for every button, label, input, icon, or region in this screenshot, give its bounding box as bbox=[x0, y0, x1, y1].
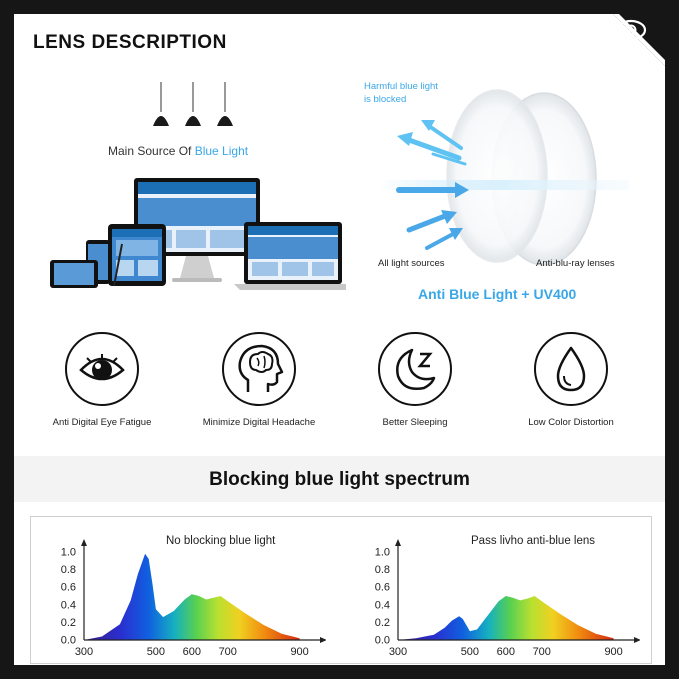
x-tick-label: 500 bbox=[461, 646, 479, 658]
page-title: LENS DESCRIPTION bbox=[33, 32, 227, 53]
x-tick-label: 900 bbox=[290, 646, 308, 658]
y-tick-label: 0.2 bbox=[61, 617, 76, 629]
sources-label: All light sources bbox=[378, 258, 445, 269]
feature-icon-circle bbox=[65, 332, 139, 406]
feature-icon-circle bbox=[222, 332, 296, 406]
blocked-label: Harmful blue light is blocked bbox=[364, 80, 438, 106]
spectrum-chart-no-blocking: 0.0 0.2 0.4 0.6 0.8 1.0 300 500 600 700 900 bbox=[61, 539, 326, 658]
y-axis-arrow bbox=[81, 539, 87, 546]
feature-icon-circle bbox=[534, 332, 608, 406]
lens-illustration bbox=[379, 89, 629, 266]
y-tick-label: 0.0 bbox=[375, 635, 390, 647]
lens-label: Anti-blu-ray lenses bbox=[536, 258, 615, 269]
spectrum-section-title: Blocking blue light spectrum bbox=[209, 469, 470, 490]
section-band bbox=[14, 456, 665, 502]
x-tick-label: 600 bbox=[497, 646, 515, 658]
x-tick-label: 700 bbox=[219, 646, 237, 658]
main-source-caption: Main Source Of Blue Light bbox=[108, 144, 248, 158]
eye-icon bbox=[79, 354, 125, 381]
feature-label: Anti Digital Eye Fatigue bbox=[52, 417, 152, 428]
corner-logo bbox=[613, 14, 665, 66]
x-tick-label: 600 bbox=[183, 646, 201, 658]
chart-title: No blocking blue light bbox=[166, 535, 276, 547]
x-tick-label: 500 bbox=[147, 646, 165, 658]
feature-label: Low Color Distortion bbox=[528, 417, 614, 428]
x-tick-label: 300 bbox=[75, 646, 93, 658]
y-tick-label: 0.4 bbox=[375, 599, 390, 611]
x-tick-label: 900 bbox=[604, 646, 622, 658]
spectrum-chart-with-lens: 0.0 0.2 0.4 0.6 0.8 1.0 300 500 600 700 900 bbox=[375, 539, 640, 658]
blocked-label-line2: is blocked bbox=[364, 94, 407, 105]
page-content: LENS DESCRIPTION Main Source Of Blue Lig… bbox=[14, 14, 665, 665]
head-brain-icon bbox=[238, 344, 284, 392]
pendant-lamps-icon bbox=[153, 82, 233, 126]
y-tick-label: 0.6 bbox=[375, 582, 390, 594]
y-tick-label: 0.4 bbox=[61, 599, 76, 611]
eye-logo-icon bbox=[615, 19, 647, 41]
y-tick-label: 0.2 bbox=[375, 617, 390, 629]
x-tick-label: 700 bbox=[533, 646, 551, 658]
tagline: Anti Blue Light + UV400 bbox=[418, 286, 577, 302]
devices-illustration bbox=[50, 178, 346, 290]
x-axis-arrow bbox=[634, 637, 640, 643]
y-tick-label: 0.0 bbox=[61, 635, 76, 647]
caption-highlight: Blue Light bbox=[194, 144, 249, 158]
caption-prefix: Main Source Of bbox=[108, 144, 195, 158]
y-tick-label: 0.6 bbox=[61, 582, 76, 594]
x-axis-arrow bbox=[320, 637, 326, 643]
feature-icon-circle bbox=[378, 332, 452, 406]
spectrum-area bbox=[398, 596, 614, 640]
blocked-label-line1: Harmful blue light bbox=[364, 81, 438, 92]
drop-icon bbox=[556, 346, 586, 392]
feature-label: Better Sleeping bbox=[382, 417, 448, 428]
y-tick-label: 1.0 bbox=[375, 547, 390, 559]
chart-title: Pass livho anti-blue lens bbox=[471, 535, 596, 547]
y-axis-arrow bbox=[395, 539, 401, 546]
y-tick-label: 0.8 bbox=[61, 564, 76, 576]
feature-label: Minimize Digital Headache bbox=[202, 417, 316, 428]
moon-sleep-icon bbox=[396, 348, 436, 390]
y-tick-label: 1.0 bbox=[61, 547, 76, 559]
spectrum-area bbox=[84, 553, 300, 640]
y-tick-label: 0.8 bbox=[375, 564, 390, 576]
x-tick-label: 300 bbox=[389, 646, 407, 658]
